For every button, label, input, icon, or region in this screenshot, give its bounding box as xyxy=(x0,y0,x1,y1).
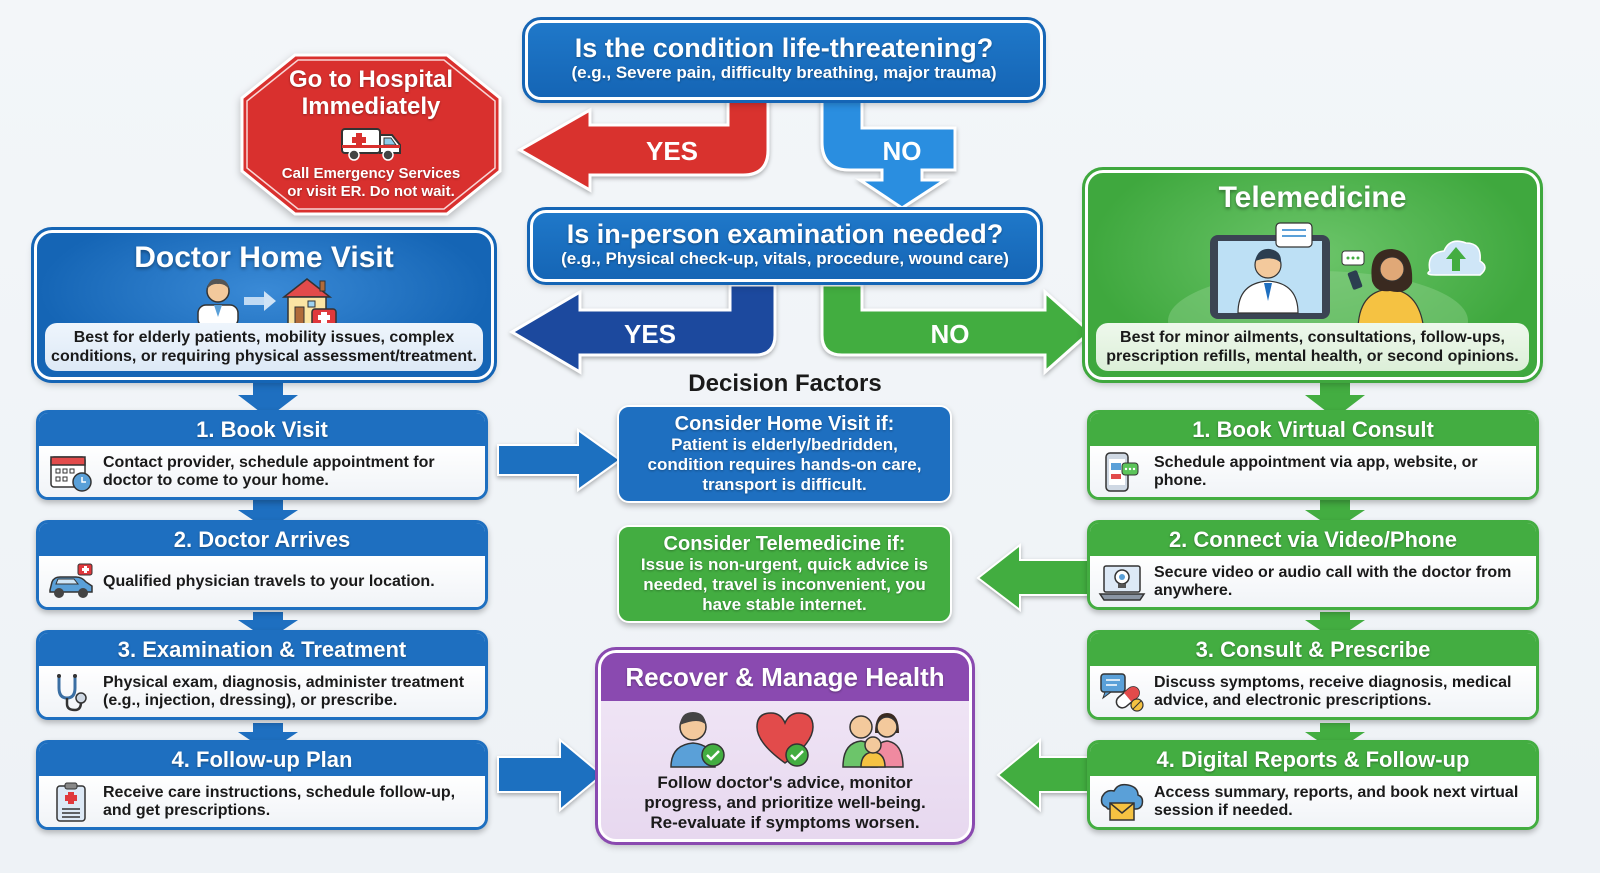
patient-phone-icon xyxy=(1347,249,1425,332)
step-text: Receive care instructions, schedule foll… xyxy=(103,784,456,819)
factor-line: Issue is non-urgent, quick advice is xyxy=(640,555,929,574)
question-subtitle: (e.g., Severe pain, difficulty breathing… xyxy=(571,63,997,82)
home-to-recover-arrow xyxy=(497,737,604,813)
q1-no-label: NO xyxy=(883,136,922,166)
q2-no-label: NO xyxy=(931,319,970,349)
question-in-person-needed: Is in-person examination needed? (e.g., … xyxy=(527,207,1043,285)
cloud-upload-icon xyxy=(1427,240,1486,276)
step-title: 1. Book Virtual Consult xyxy=(1090,413,1536,446)
home-step-1: 1. Book Visit Contact provider, schedule… xyxy=(36,410,488,500)
step-text: Physical exam, diagnosis, administer tre… xyxy=(103,674,465,709)
tele-step-4: 4. Digital Reports & Follow-up Access su… xyxy=(1087,740,1539,830)
factor-line: have stable internet. xyxy=(702,595,867,614)
heart-check-icon xyxy=(756,712,814,767)
question-life-threatening: Is the condition life-threatening? (e.g.… xyxy=(522,17,1046,103)
recover-line: Re-evaluate if symptoms worsen. xyxy=(650,813,920,832)
step-text: Qualified physician travels to your loca… xyxy=(103,573,435,590)
recover-line: progress, and prioritize well-being. xyxy=(644,793,926,812)
home-step2-down-arrow xyxy=(238,612,298,640)
step-title: 4. Follow-up Plan xyxy=(39,743,485,776)
clipboard-icon xyxy=(39,781,103,823)
factor-line: transport is difficult. xyxy=(702,475,867,494)
stethoscope-icon xyxy=(39,672,103,712)
arrow-right-icon xyxy=(244,291,276,311)
factor-line: needed, travel is inconvenient, you xyxy=(643,575,926,594)
factor-line: Patient is elderly/bedridden, xyxy=(671,435,898,454)
phone-chat-icon xyxy=(1090,451,1154,493)
recover-panel: Recover & Manage Health Follow doctor's … xyxy=(595,647,975,845)
telemedicine-title: Telemedicine xyxy=(1218,181,1407,214)
laptop-webcam-icon xyxy=(1090,562,1154,602)
step-text: Secure video or audio call with the doct… xyxy=(1154,564,1512,599)
factor-title: Consider Telemedicine if: xyxy=(663,533,906,555)
home-panel-down-arrow xyxy=(238,383,298,418)
tablet-doctor-icon xyxy=(1210,235,1330,319)
person-check-icon xyxy=(670,712,725,768)
factor-home-visit: Consider Home Visit if: Patient is elder… xyxy=(617,405,952,503)
recover-line: Follow doctor's advice, monitor xyxy=(657,773,913,792)
medical-kit-icon xyxy=(311,308,337,327)
step-title: 1. Book Visit xyxy=(39,413,485,446)
tele-panel-down-arrow xyxy=(1305,383,1365,418)
q2-no-arrow xyxy=(820,283,1093,376)
family-icon xyxy=(842,713,904,768)
step-text: Discuss symptoms, receive diagnosis, med… xyxy=(1154,674,1512,709)
step-title: 2. Connect via Video/Phone xyxy=(1090,523,1536,556)
q1-yes-label: YES xyxy=(646,136,698,166)
question-title: Is the condition life-threatening? xyxy=(574,33,994,63)
home-visit-title: Doctor Home Visit xyxy=(134,241,394,274)
hospital-text-line1: Call Emergency Services xyxy=(281,165,461,182)
cloud-mail-icon xyxy=(1090,781,1154,823)
tele-step2-down-arrow xyxy=(1305,612,1365,640)
factor-line: condition requires hands-on care, xyxy=(647,455,922,474)
tele-step1-down-arrow xyxy=(1305,500,1365,530)
car-medical-icon xyxy=(39,562,103,602)
home-visit-illustration xyxy=(192,275,342,328)
doctor-icon xyxy=(197,278,239,328)
q1-yes-arrow xyxy=(516,98,770,193)
home-step3-down-arrow xyxy=(238,723,298,752)
calendar-clock-icon xyxy=(39,452,103,492)
home-visit-panel: Doctor Home Visit xyxy=(31,227,497,383)
tele-step-2: 2. Connect via Video/Phone Secure video … xyxy=(1087,520,1539,610)
step-title: 3. Consult & Prescribe xyxy=(1090,633,1536,666)
telemedicine-description: Best for minor ailments, consultations, … xyxy=(1096,323,1529,371)
home-step-4: 4. Follow-up Plan Receive care instructi… xyxy=(36,740,488,830)
hospital-text-line2: or visit ER. Do not wait. xyxy=(287,183,455,200)
hospital-emergency-sign: Go to Hospital Immediately Call Emergenc… xyxy=(240,53,502,216)
q2-yes-arrow xyxy=(509,283,777,375)
recover-title: Recover & Manage Health xyxy=(601,653,969,701)
decision-factors-title: Decision Factors xyxy=(688,370,882,397)
home-visit-description: Best for elderly patients, mobility issu… xyxy=(45,323,483,371)
ambulance-icon xyxy=(340,123,402,168)
chat-bubble-icon xyxy=(1275,222,1365,266)
factor-telemedicine: Consider Telemedicine if: Issue is non-u… xyxy=(617,525,952,623)
q1-no-arrow xyxy=(820,98,957,210)
tele-step-1: 1. Book Virtual Consult Schedule appoint… xyxy=(1087,410,1539,500)
home-step-2: 2. Doctor Arrives Qualified physician tr… xyxy=(36,520,488,610)
hospital-title-line2: Immediately xyxy=(301,93,441,120)
q2-yes-label: YES xyxy=(624,319,676,349)
step-title: 2. Doctor Arrives xyxy=(39,523,485,556)
step-text: Contact provider, schedule appointment f… xyxy=(103,454,435,489)
question-title: Is in-person examination needed? xyxy=(566,219,1004,249)
home-step-3: 3. Examination & Treatment Physical exam… xyxy=(36,630,488,720)
telemedicine-illustration xyxy=(1158,221,1488,371)
tele-step3-down-arrow xyxy=(1305,723,1365,752)
home-to-factor-arrow xyxy=(497,428,622,492)
step-text: Access summary, reports, and book next v… xyxy=(1154,784,1519,819)
step-text: Schedule appointment via app, website, o… xyxy=(1154,454,1478,489)
hospital-title-line1: Go to Hospital xyxy=(289,66,453,93)
step-title: 3. Examination & Treatment xyxy=(39,633,485,666)
question-subtitle: (e.g., Physical check-up, vitals, proced… xyxy=(561,249,1009,268)
tele-to-factor-arrow xyxy=(976,542,1103,613)
home-step1-down-arrow xyxy=(238,500,298,530)
step-title: 4. Digital Reports & Follow-up xyxy=(1090,743,1536,776)
chat-pill-icon xyxy=(1090,672,1154,712)
telemedicine-panel: Telemedicine xyxy=(1082,167,1543,383)
factor-title: Consider Home Visit if: xyxy=(674,413,895,435)
tele-step-3: 3. Consult & Prescribe Discuss symptoms,… xyxy=(1087,630,1539,720)
